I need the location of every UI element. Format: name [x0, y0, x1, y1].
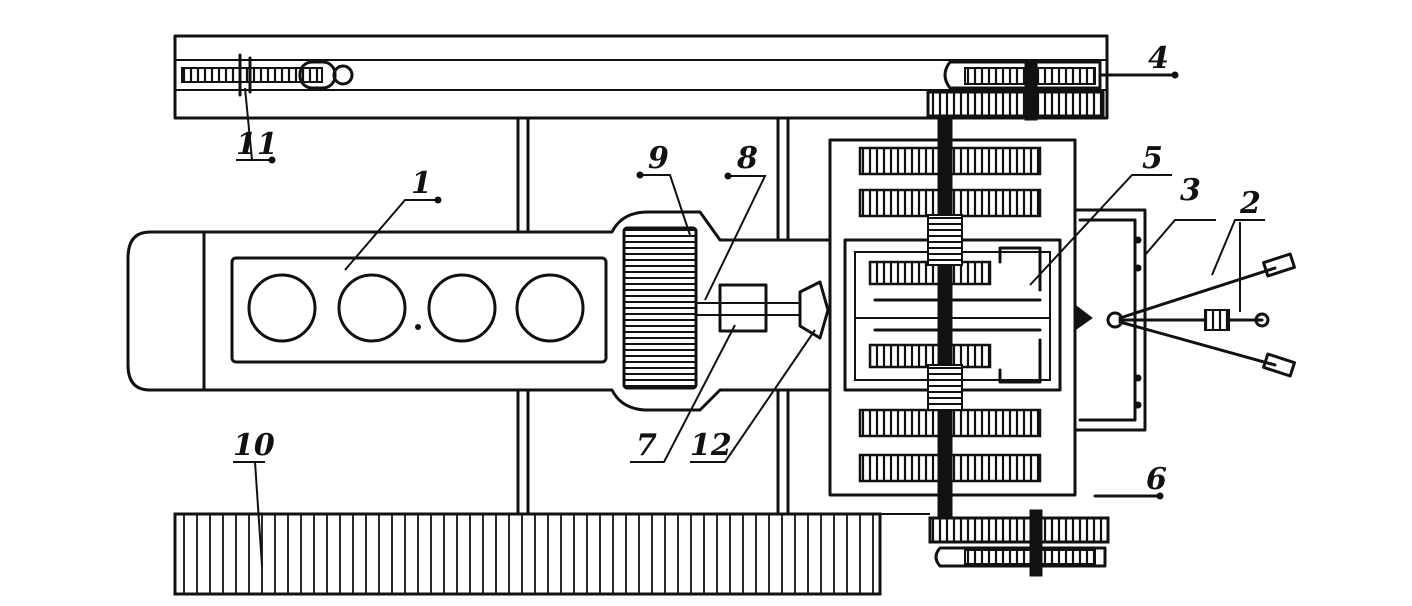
linkage-rods	[1118, 252, 1296, 378]
label-9: 9	[648, 141, 669, 176]
label-10: 10	[233, 428, 275, 463]
gearbox	[828, 119, 1093, 521]
bottom-final-drive	[928, 492, 1164, 577]
label-4: 4	[1148, 41, 1169, 76]
engine	[126, 210, 832, 412]
bottom-track	[173, 512, 930, 596]
label-7: 7	[636, 428, 657, 463]
top-track-frame	[173, 34, 1109, 120]
tension-screw	[181, 53, 354, 97]
drive-shaft	[696, 283, 800, 333]
label-8: 8	[736, 141, 758, 176]
frame-members	[516, 116, 790, 514]
main-clutch	[622, 226, 698, 390]
bevel-gear	[798, 280, 830, 340]
label-11: 11	[236, 127, 278, 162]
label-12: 12	[690, 428, 732, 463]
label-6: 6	[1146, 462, 1167, 497]
label-3: 3	[1180, 173, 1201, 208]
label-1: 1	[411, 166, 432, 201]
label-5: 5	[1142, 141, 1163, 176]
top-final-drive	[926, 59, 1179, 121]
label-2: 2	[1239, 186, 1261, 221]
leader-lines	[233, 87, 1265, 567]
